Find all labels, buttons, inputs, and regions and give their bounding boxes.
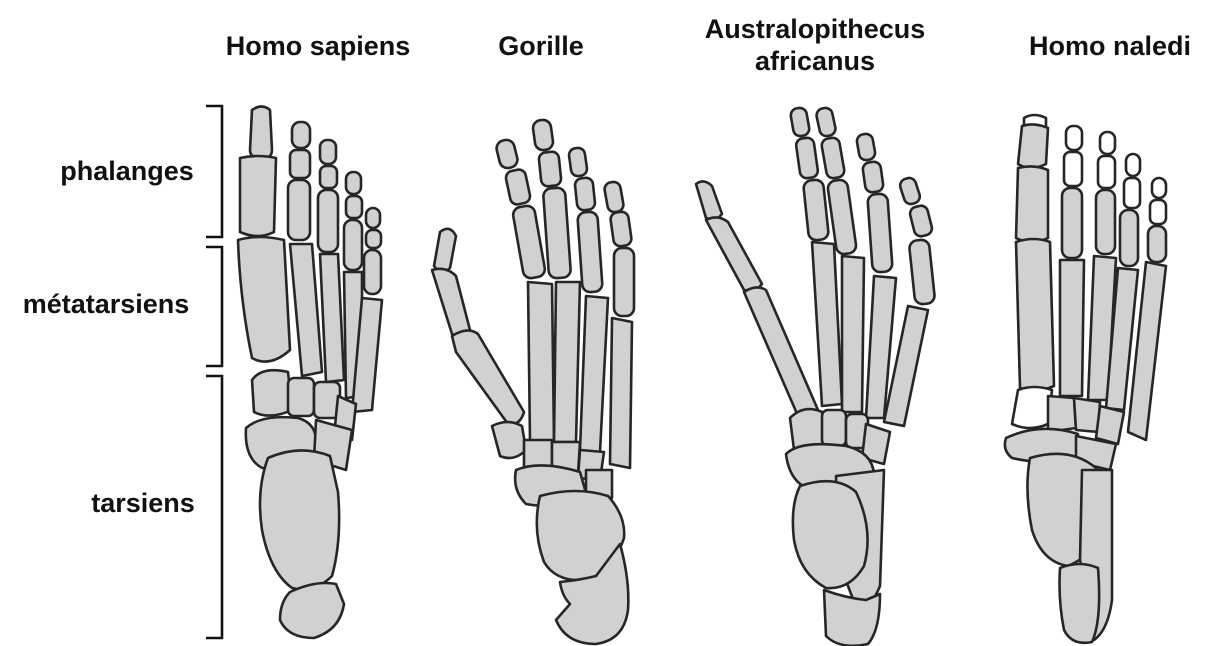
- label-metatarsals: métatarsiens: [23, 289, 190, 319]
- bracket-phalanges: [206, 106, 222, 237]
- title-australopithecus-line2: africanus: [755, 46, 875, 76]
- bracket-tarsals: [206, 376, 222, 638]
- foot-homo-sapiens: [238, 107, 382, 639]
- label-phalanges: phalanges: [60, 156, 194, 186]
- title-gorilla: Gorille: [498, 31, 584, 61]
- foot-homo-naledi: [1005, 115, 1166, 643]
- label-tarsals: tarsiens: [91, 488, 195, 518]
- title-australopithecus-line1: Australopithecus: [705, 14, 926, 44]
- foot-gorilla: [432, 119, 634, 644]
- title-homo-sapiens: Homo sapiens: [226, 31, 411, 61]
- title-homo-naledi: Homo naledi: [1029, 31, 1191, 61]
- foot-australopithecus: [696, 107, 935, 646]
- bracket-metatarsals: [206, 247, 222, 366]
